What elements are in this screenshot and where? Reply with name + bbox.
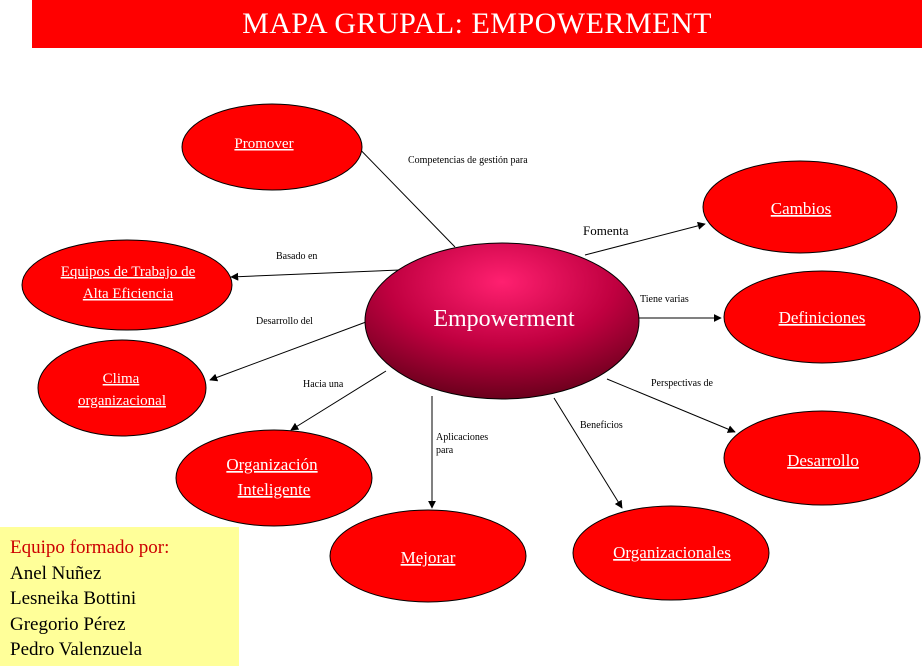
team-member: Gregorio Pérez	[10, 613, 126, 635]
connector-promover	[347, 136, 456, 248]
node-label-organizacion-2[interactable]: Inteligente	[238, 480, 311, 499]
node-definiciones[interactable]: Definiciones	[723, 270, 921, 364]
node-label-organizacion-1[interactable]: Organización	[226, 455, 318, 474]
node-promover[interactable]: Promover	[181, 103, 363, 191]
edge-label-clima: Desarrollo del	[256, 316, 313, 327]
edge-label-mejorar-1: Aplicaciones	[436, 432, 488, 443]
team-member: Lesneika Bottini	[10, 588, 137, 609]
node-organizacionales[interactable]: Organizacionales	[572, 505, 770, 601]
center-label: Empowerment	[433, 306, 575, 332]
node-label-promover[interactable]: Promover	[234, 136, 293, 152]
node-label-organizacionales[interactable]: Organizacionales	[613, 543, 731, 562]
page-title: MAPA GRUPAL: EMPOWERMENT	[32, 0, 922, 48]
node-label-clima-1[interactable]: Clima	[103, 371, 140, 387]
node-equipos[interactable]: Equipos de Trabajo de Alta Eficiencia	[21, 239, 233, 331]
edge-label-organizacionales: Beneficios	[580, 420, 623, 431]
team-member: Anel Nuñez	[10, 562, 102, 584]
node-label-desarrollo[interactable]: Desarrollo	[787, 451, 859, 470]
team-heading: Equipo formado por:	[10, 537, 170, 558]
connector-cambios	[584, 221, 706, 256]
edge-label-mejorar-2: para	[436, 445, 454, 456]
node-desarrollo[interactable]: Desarrollo	[723, 410, 921, 506]
edge-label-promover: Competencias de gestión para	[408, 155, 528, 166]
connector-organizacionales	[553, 397, 623, 509]
node-label-definiciones[interactable]: Definiciones	[779, 308, 866, 327]
node-mejorar[interactable]: Mejorar	[329, 509, 527, 603]
node-label-cambios[interactable]: Cambios	[771, 199, 831, 218]
edge-label-organizacion: Hacia una	[303, 379, 344, 390]
team-member: Pedro Valenzuela	[10, 639, 143, 660]
node-clima[interactable]: Clima organizacional	[37, 339, 207, 437]
node-label-mejorar[interactable]: Mejorar	[401, 548, 456, 567]
edge-label-definiciones: Tiene varias	[640, 294, 689, 305]
connector-clima	[209, 321, 367, 382]
node-cambios[interactable]: Cambios	[702, 160, 898, 254]
team-box: Equipo formado por: Anel Nuñez Lesneika …	[0, 527, 239, 666]
node-empowerment: Empowerment	[364, 242, 640, 400]
edge-label-equipos: Basado en	[276, 251, 317, 262]
connector-desarrollo	[606, 378, 736, 433]
connector-equipos	[230, 269, 401, 281]
node-label-clima-2[interactable]: organizacional	[78, 393, 166, 409]
node-organizacion[interactable]: Organización Inteligente	[175, 429, 373, 527]
edge-label-desarrollo: Perspectivas de	[651, 378, 713, 389]
edge-label-cambios: Fomenta	[583, 223, 629, 238]
connector-organizacion	[290, 370, 387, 431]
node-label-equipos-1[interactable]: Equipos de Trabajo de	[61, 264, 196, 280]
node-label-equipos-2[interactable]: Alta Eficiencia	[83, 286, 174, 302]
